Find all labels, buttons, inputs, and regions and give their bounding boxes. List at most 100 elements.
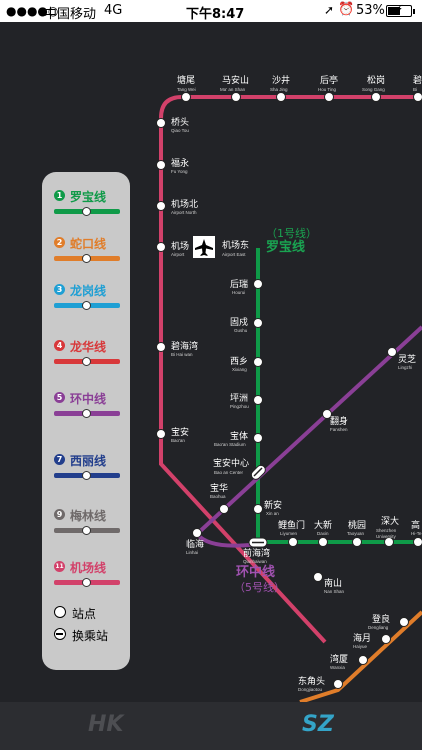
station-label-en: Qiao Tou <box>171 128 189 133</box>
station-dot <box>322 409 332 419</box>
station-dot <box>253 357 263 367</box>
legend-key-station-label: 站点 <box>72 607 97 621</box>
station-label-en: Bi Hai wan <box>171 352 193 357</box>
station-label[interactable]: 碧海湾 <box>171 342 199 352</box>
bottom-tab-bar: HK SZ <box>0 702 422 750</box>
legend-item-line3[interactable]: 3 龙岗线 <box>54 282 120 322</box>
station-label[interactable]: 宝安 <box>171 428 190 438</box>
station-label-en: Nan Shan <box>324 589 345 594</box>
station-label-en: Ma' an Shan <box>220 87 246 92</box>
legend-item-line7[interactable]: 7 西丽线 <box>54 452 120 492</box>
station-label[interactable]: 桥头 <box>171 118 190 128</box>
station-dot <box>156 118 166 128</box>
network-type: 4G <box>104 3 123 18</box>
station-label-en: Sha Jing <box>270 87 288 92</box>
station-label[interactable]: 后亭 <box>320 76 339 86</box>
station-label[interactable]: 机场东 <box>222 241 250 251</box>
line-1-path <box>256 248 422 544</box>
station-label[interactable]: 东角头 <box>298 677 326 687</box>
station-dot <box>324 92 334 102</box>
station-dot <box>381 634 391 644</box>
station-dot <box>253 433 263 443</box>
station-label[interactable]: 临海 <box>186 540 205 550</box>
station-label[interactable]: 固戍 <box>230 318 249 328</box>
station-label-en: Liyumen <box>280 531 298 536</box>
station-label[interactable]: 马安山 <box>222 76 250 86</box>
station-label[interactable]: 登良 <box>372 615 391 625</box>
station-label-en: Taoyuan <box>347 531 365 536</box>
station-label[interactable]: 海月 <box>353 634 372 644</box>
station-label[interactable]: 桃园 <box>348 521 367 531</box>
legend-item-line9[interactable]: 9 梅林线 <box>54 507 120 547</box>
station-label[interactable]: 碧 <box>413 76 422 86</box>
station-dot <box>219 504 229 514</box>
station-label[interactable]: 深大 <box>381 517 400 527</box>
legend-line-name: 机场线 <box>70 561 107 575</box>
station-dot <box>276 92 286 102</box>
transfer-pill-icon <box>54 628 66 640</box>
station-label[interactable]: 翻身 <box>330 417 349 427</box>
station-label[interactable]: 宝华 <box>210 484 229 494</box>
station-dot <box>313 572 323 582</box>
status-time: 下午8:47 <box>186 7 245 22</box>
line-5-path <box>195 325 422 536</box>
station-dot <box>253 395 263 405</box>
tab-sz[interactable]: SZ <box>302 712 334 737</box>
station-label[interactable]: 西乡 <box>230 357 249 367</box>
station-label[interactable]: 宝体 <box>230 432 249 442</box>
station-label[interactable]: 松岗 <box>367 76 386 86</box>
station-label[interactable]: 机场北 <box>171 200 199 210</box>
tab-hk[interactable]: HK <box>88 712 124 737</box>
line-5-name-label: 环中线 <box>236 565 276 580</box>
line-1-number-label: （1号线） <box>266 227 317 240</box>
station-dot <box>156 160 166 170</box>
station-label-en: Hourui <box>232 290 246 295</box>
station-label[interactable]: 新安 <box>264 501 283 511</box>
line-legend-panel: 1 罗宝线 2 蛇口线 3 龙岗线 4 龙华线 5 环中线 <box>42 172 130 670</box>
station-label-en: Bao'an <box>171 438 185 443</box>
station-label[interactable]: 机场 <box>171 242 190 252</box>
station-dot <box>156 242 166 252</box>
station-label-en: Linhai <box>186 550 199 555</box>
station-label-en: Gushu <box>234 328 248 333</box>
station-label-en: Bi <box>413 87 418 92</box>
station-label-en: Baohua <box>210 494 226 499</box>
station-dot <box>333 679 343 689</box>
station-label[interactable]: 南山 <box>324 579 343 589</box>
legend-item-line1[interactable]: 1 罗宝线 <box>54 188 120 228</box>
location-arrow-icon: ➚ <box>324 3 335 17</box>
station-label[interactable]: 宝安中心 <box>213 459 250 469</box>
legend-line-name: 龙华线 <box>70 340 107 354</box>
station-label[interactable]: 后瑞 <box>230 280 249 290</box>
line-number-badge: 3 <box>54 284 65 295</box>
station-label-en: Pingzhou <box>230 404 249 409</box>
metro-lines <box>156 92 422 702</box>
station-dot <box>384 537 394 547</box>
station-label-en: Shenzhen University <box>376 528 397 539</box>
legend-line-name: 蛇口线 <box>70 237 107 251</box>
station-label[interactable]: 福永 <box>171 159 190 169</box>
legend-item-line2[interactable]: 2 蛇口线 <box>54 235 120 275</box>
legend-item-line11[interactable]: 11 机场线 <box>54 559 120 599</box>
legend-station-dot <box>82 409 91 418</box>
line-number-badge: 2 <box>54 237 65 248</box>
line-1-name-label: 罗宝线 <box>266 240 306 255</box>
station-label[interactable]: 高 <box>411 521 421 531</box>
legend-item-line4[interactable]: 4 龙华线 <box>54 338 120 378</box>
station-dot <box>156 429 166 439</box>
station-label[interactable]: 灵芝 <box>398 355 417 365</box>
station-label[interactable]: 鲤鱼门 <box>278 521 306 531</box>
legend-item-line5[interactable]: 5 环中线 <box>54 390 120 430</box>
station-label-en: Dengliang <box>368 625 389 630</box>
station-dot <box>156 342 166 352</box>
station-label[interactable]: 前海湾 <box>243 549 271 559</box>
station-label[interactable]: 大新 <box>314 521 333 531</box>
line-2-path <box>299 610 422 702</box>
station-label-en: Wanxia <box>330 665 345 670</box>
metro-map[interactable]: 塘尾 Tang Wei 马安山 Ma' an Shan 沙井 Sha Jing … <box>0 22 422 702</box>
station-label[interactable]: 塘尾 <box>177 76 196 86</box>
station-label[interactable]: 湾厦 <box>330 655 349 665</box>
station-dot <box>192 528 202 538</box>
station-label[interactable]: 坪洲 <box>230 394 249 404</box>
station-label[interactable]: 沙井 <box>272 76 291 86</box>
